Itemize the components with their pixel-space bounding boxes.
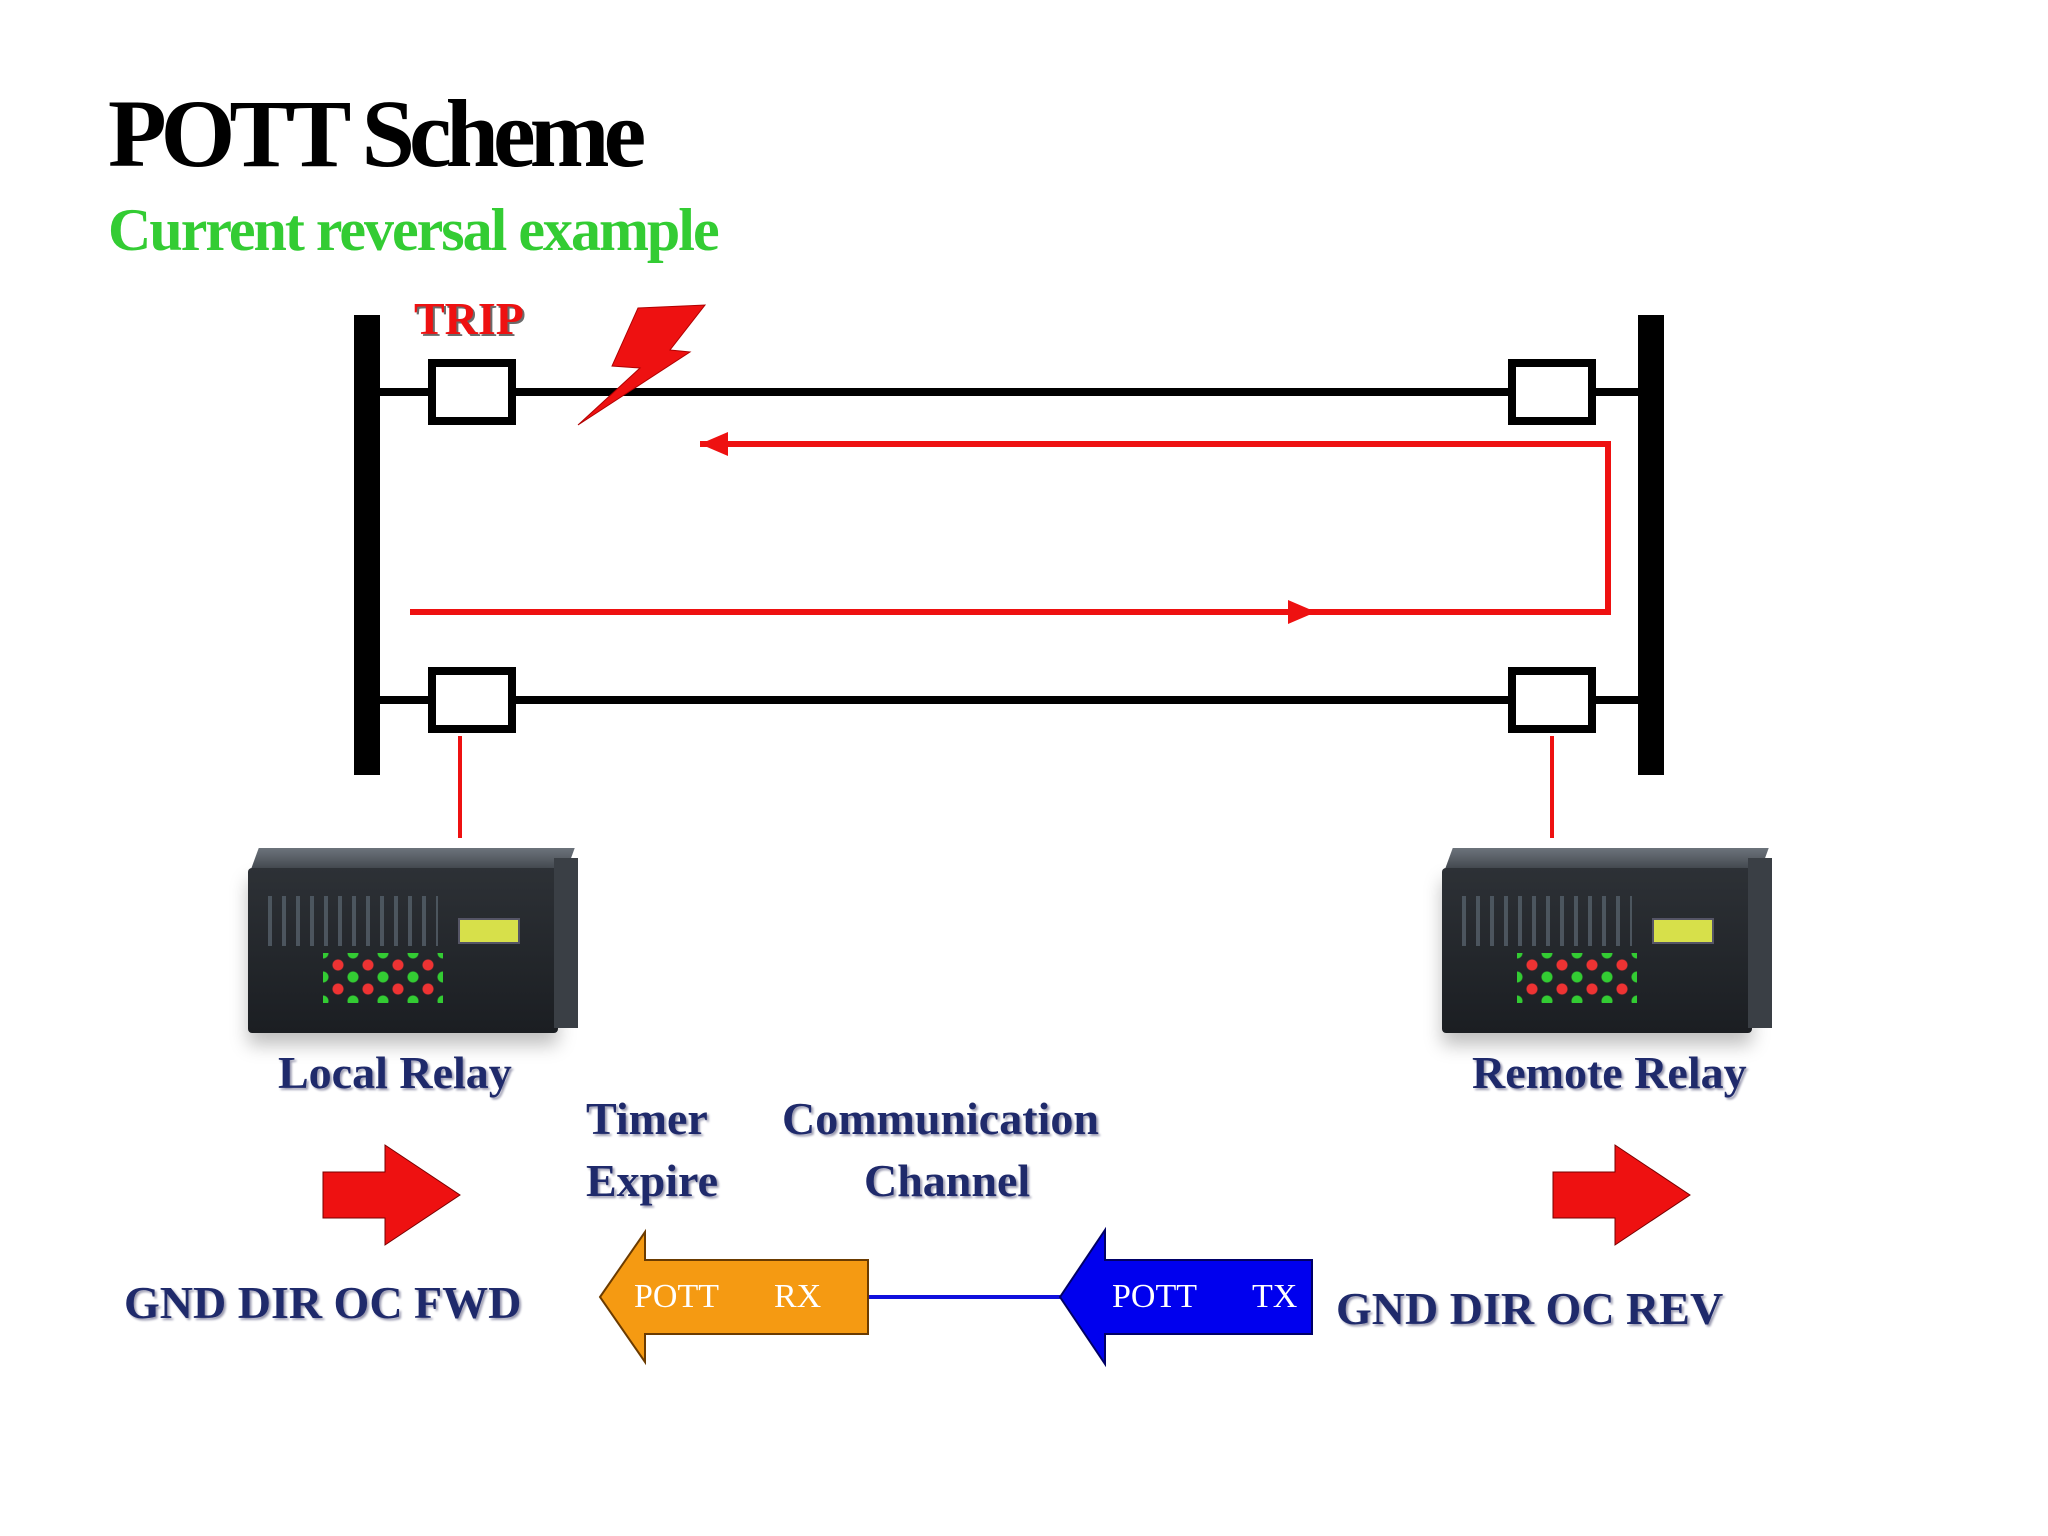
flow-arrowhead-left <box>700 432 728 456</box>
local-relay-image <box>248 848 578 1038</box>
remote-status-arrow <box>1552 1144 1691 1246</box>
local-relay-label: Local Relay <box>278 1047 512 1098</box>
trip-label: TRIP <box>414 293 524 344</box>
remote-bus <box>1638 315 1664 775</box>
lower-local-breaker <box>428 667 516 733</box>
remote-relay-label: Remote Relay <box>1472 1047 1747 1098</box>
channel-label-line1: Communication <box>782 1093 1099 1144</box>
local-bus <box>354 315 380 775</box>
current-flow-path <box>410 441 1611 615</box>
pott-tx-box <box>1058 1226 1313 1368</box>
timer-label-line2: Expire <box>586 1155 719 1206</box>
remote-status-label: GND DIR OC REV <box>1336 1283 1724 1334</box>
tx-box-left-label: POTT <box>1112 1278 1197 1315</box>
fault-lightning-icon <box>577 304 707 426</box>
channel-label-line2: Channel <box>864 1155 1031 1206</box>
upper-local-breaker <box>428 359 516 425</box>
timer-label-line1: Timer <box>586 1093 708 1144</box>
page-title: POTT Scheme <box>108 80 646 187</box>
tx-box-right-label: TX <box>1252 1278 1298 1315</box>
lower-remote-breaker <box>1508 667 1596 733</box>
rx-box-left-label: POTT <box>634 1278 719 1315</box>
page-subtitle: Current reversal example <box>108 197 720 263</box>
local-status-label: GND DIR OC FWD <box>124 1277 522 1328</box>
remote-relay-image <box>1442 848 1772 1038</box>
local-status-arrow <box>322 1144 461 1246</box>
rx-box-right-label: RX <box>774 1278 822 1315</box>
upper-remote-breaker <box>1508 359 1596 425</box>
pott-rx-box <box>598 1228 869 1366</box>
flow-arrowhead-right <box>1288 600 1316 624</box>
